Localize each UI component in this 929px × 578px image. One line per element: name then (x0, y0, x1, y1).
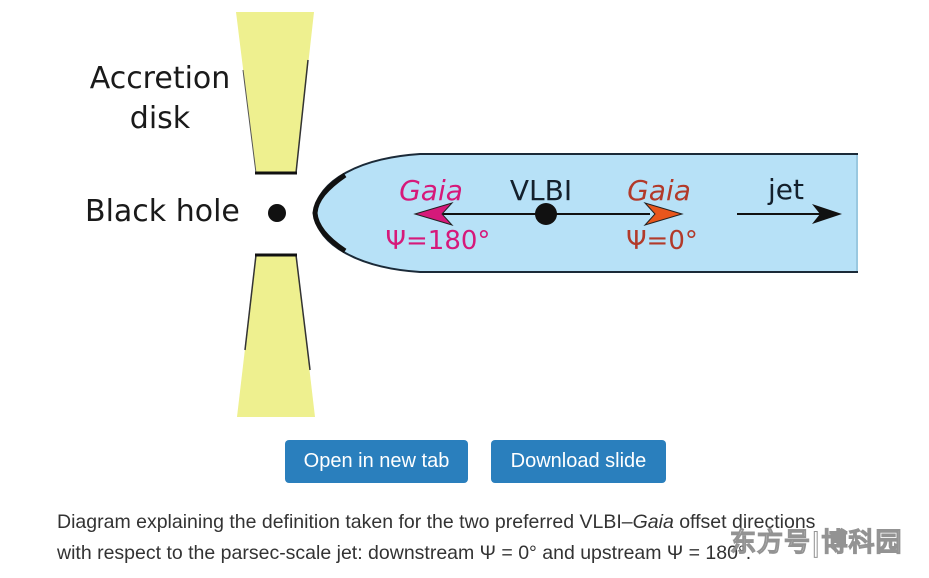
label-accretion: Accretion (90, 61, 231, 96)
label-gaia-upstream: Gaia (399, 174, 463, 207)
figure-caption: Diagram explaining the definition taken … (57, 507, 917, 569)
label-jet: jet (767, 173, 804, 206)
label-disk: disk (130, 101, 191, 136)
label-psi-0: Ψ=0° (626, 226, 698, 256)
label-black-hole: Black hole (85, 194, 240, 229)
download-slide-button[interactable]: Download slide (491, 440, 666, 483)
watermark: 东方号|博科园 (730, 528, 903, 559)
arrow-upstream-icon (413, 202, 454, 226)
caption-gaia-italic: Gaia (632, 511, 674, 533)
caption-line-2: with respect to the parsec-scale jet: do… (57, 542, 752, 564)
agn-jet-diagram: Accretion disk Black hole VLBI Gaia Ψ=18… (85, 12, 858, 417)
caption-text-1b: offset directions (673, 511, 816, 533)
disk-upper-right-edge (295, 59, 309, 174)
vlbi-dot (535, 203, 557, 225)
black-hole-dot (268, 204, 286, 222)
caption-text-1a: Diagram explaining the definition taken … (57, 511, 633, 533)
open-in-new-tab-button[interactable]: Open in new tab (285, 440, 468, 483)
label-psi-180: Ψ=180° (386, 226, 491, 256)
caption-line-1: Diagram explaining the definition taken … (57, 507, 917, 538)
arrow-downstream-icon (643, 202, 684, 226)
disk-lower-right-edge (295, 254, 311, 371)
disk-upper-left-edge (242, 69, 257, 174)
accretion-disk-upper (236, 12, 314, 173)
disk-lower-left-edge (244, 254, 257, 351)
label-gaia-downstream: Gaia (627, 174, 691, 207)
label-vlbi: VLBI (510, 174, 572, 207)
accretion-disk-lower (237, 255, 315, 417)
jet-arrow-head-icon (812, 204, 842, 224)
jet-tip-thick-edge (312, 172, 347, 254)
